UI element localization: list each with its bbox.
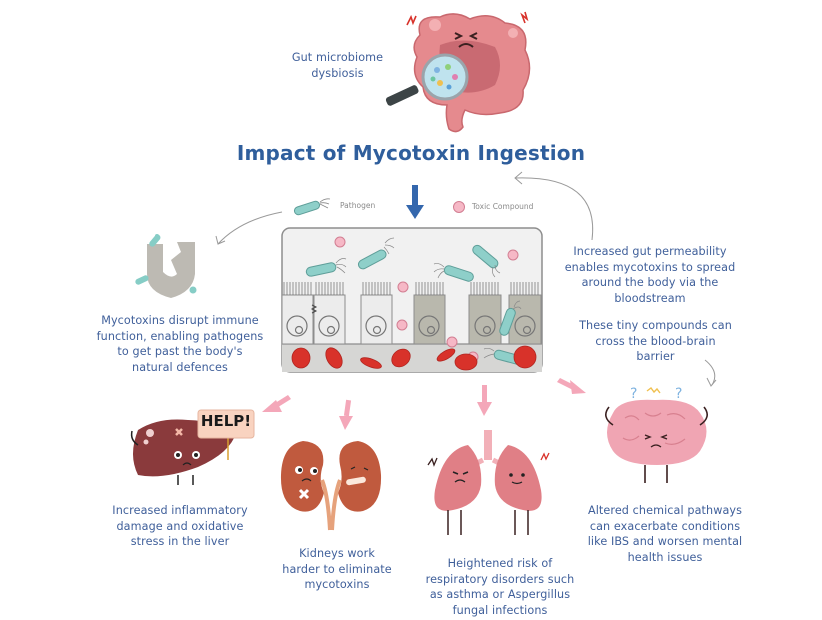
pink-arrow-to-liver-icon bbox=[262, 395, 291, 412]
microvilli bbox=[283, 282, 539, 295]
brain-icon bbox=[607, 399, 707, 465]
epithelial-cells bbox=[281, 294, 542, 345]
red-blood-cell bbox=[391, 348, 411, 368]
red-blood-cell bbox=[513, 345, 537, 369]
pink-arrow-to-brain-icon bbox=[557, 378, 586, 394]
red-blood-cell bbox=[291, 347, 311, 369]
broken-shield-icon bbox=[135, 234, 197, 298]
pathogen bbox=[499, 307, 516, 336]
toxic-compound bbox=[396, 319, 408, 331]
legend-pathogen-label: Pathogen bbox=[340, 201, 376, 210]
toxic-compound bbox=[507, 249, 519, 261]
kidney-right-icon bbox=[338, 441, 382, 512]
immune-caption: Mycotoxins disrupt immune function, enab… bbox=[96, 314, 264, 374]
red-blood-cell bbox=[436, 348, 456, 362]
pathogen bbox=[357, 249, 387, 270]
brain-illustration: ? ? bbox=[605, 386, 708, 483]
liver-illustration bbox=[130, 409, 255, 485]
liver-caption: Increased inflammatory damage and oxidat… bbox=[112, 504, 248, 548]
blood-brain-caption: These tiny compounds can cross the blood… bbox=[579, 319, 732, 363]
kidneys-caption: Kidneys work harder to eliminate mycotox… bbox=[282, 547, 392, 591]
help-sign-text: HELP! bbox=[200, 412, 252, 430]
legend-toxic-compound-icon bbox=[453, 201, 465, 213]
red-blood-cell bbox=[325, 347, 343, 369]
toxic-compound bbox=[334, 236, 346, 248]
gut-dysbiosis-caption: Gut microbiome dysbiosis bbox=[291, 51, 384, 80]
red-blood-cells bbox=[291, 345, 537, 371]
lung-left-icon bbox=[434, 445, 482, 511]
gut-lining-diagram bbox=[281, 227, 543, 373]
legend-toxic-compound-label: Toxic Compound bbox=[472, 202, 534, 211]
red-blood-cell bbox=[454, 353, 478, 371]
lungs-illustration bbox=[427, 430, 550, 535]
toxic-compound bbox=[397, 281, 409, 293]
brain-caption: Altered chemical pathways can exacerbate… bbox=[587, 504, 743, 564]
blue-down-arrow-icon bbox=[406, 185, 424, 219]
pathogen bbox=[472, 244, 499, 269]
tight-junction-icon bbox=[310, 304, 318, 314]
magnifying-glass-icon bbox=[385, 53, 469, 106]
curved-arrow-from-permeability bbox=[514, 177, 594, 241]
help-sign bbox=[197, 409, 255, 439]
pathogen bbox=[305, 262, 337, 277]
question-mark-icon: ? bbox=[675, 386, 682, 402]
pink-arrow-to-lungs-icon bbox=[477, 385, 492, 416]
pink-arrow-to-kidneys-icon bbox=[339, 399, 353, 430]
red-blood-cell bbox=[360, 357, 382, 369]
kidney-left-icon bbox=[280, 441, 324, 512]
trachea-icon bbox=[484, 430, 492, 460]
dizzy-squiggle-icon bbox=[646, 387, 661, 394]
kidneys-illustration bbox=[280, 441, 382, 531]
gut-intestine-illustration bbox=[385, 11, 531, 133]
permeability-caption: Increased gut permeability enables mycot… bbox=[564, 245, 736, 305]
page-title: Impact of Mycotoxin Ingestion bbox=[236, 141, 586, 165]
cell-nuclei bbox=[286, 315, 536, 337]
epithelial-cell bbox=[413, 294, 446, 345]
lungs-caption: Heightened risk of respiratory disorders… bbox=[425, 557, 575, 617]
lung-right-icon bbox=[494, 445, 542, 511]
question-mark-icon: ? bbox=[630, 386, 637, 402]
legend-pathogen-icon bbox=[293, 198, 331, 216]
pathogen bbox=[443, 265, 474, 282]
distress-mark-icon bbox=[406, 14, 417, 26]
intestine-icon bbox=[406, 11, 531, 133]
toxic-compound bbox=[446, 336, 458, 348]
